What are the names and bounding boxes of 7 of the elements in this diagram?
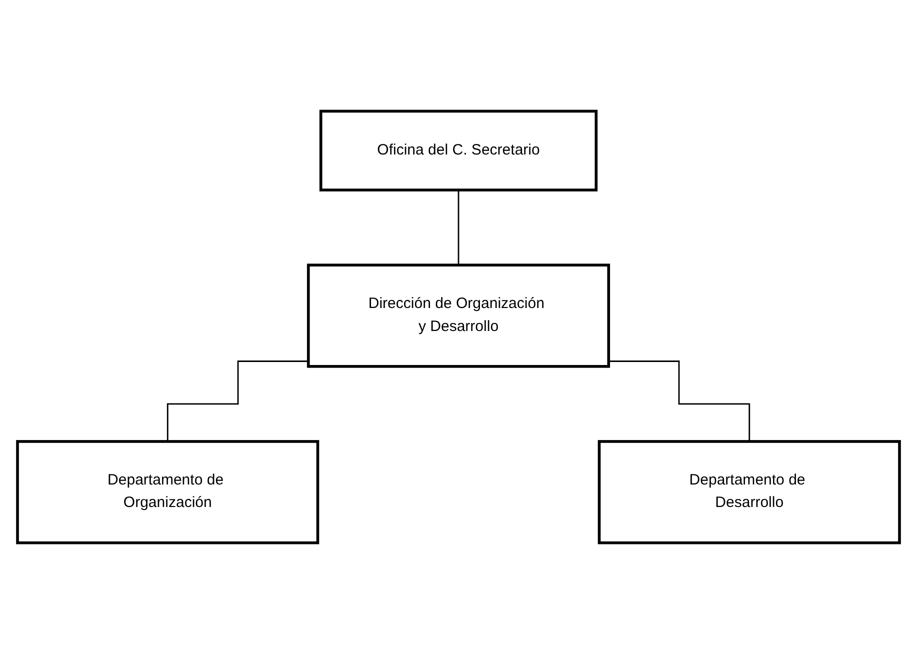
- node-box: Departamento de Desarrollo: [598, 440, 901, 544]
- connector: [166, 360, 308, 442]
- connector: [458, 189, 460, 266]
- connector: [608, 360, 750, 442]
- node-box: Dirección de Organización y Desarrollo: [306, 264, 610, 368]
- node-box: Departamento de Organización: [16, 440, 320, 544]
- node-box: Oficina del C. Secretario: [319, 110, 598, 192]
